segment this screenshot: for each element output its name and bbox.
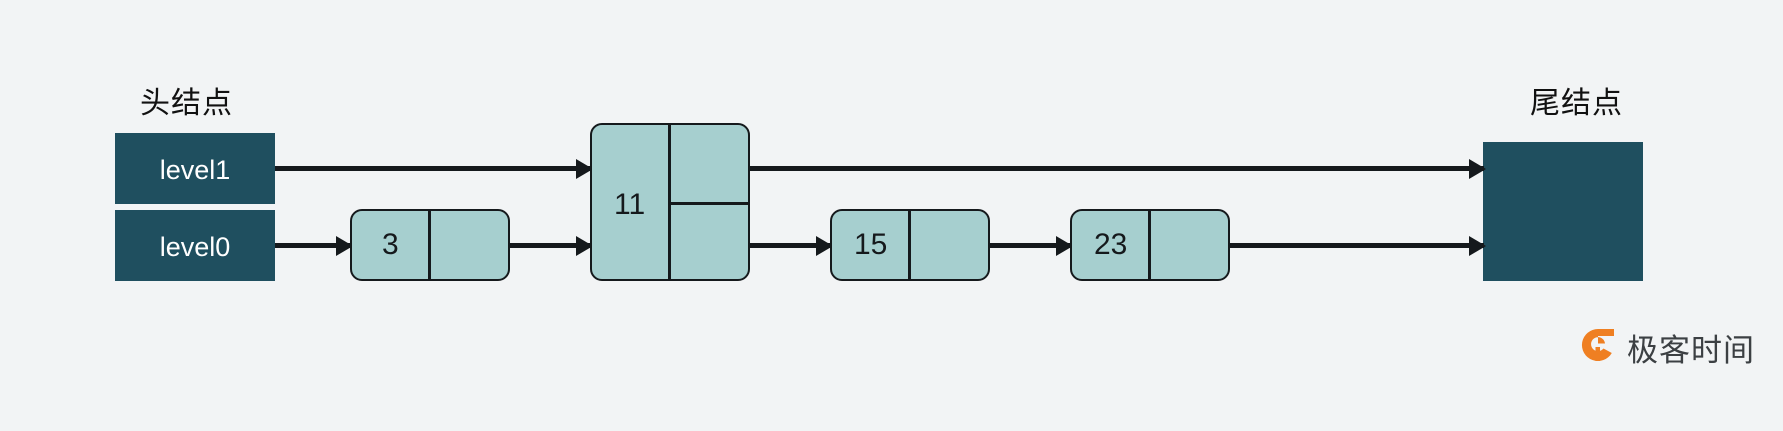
skiplist-node-15-key: 15 (854, 228, 888, 261)
watermark: 极客时间 (1578, 325, 1755, 370)
skiplist-node-11-key: 11 (614, 188, 646, 221)
skiplist-node-3-key: 3 (382, 228, 399, 261)
tail-node (1483, 142, 1643, 281)
skiplist-node-3: 3 (350, 209, 510, 281)
head-node: level1 level0 (115, 133, 275, 281)
geektime-logo-icon (1578, 325, 1618, 370)
node-11-level-divider (668, 202, 748, 205)
arrow-level1-11-to-tail (750, 166, 1484, 171)
arrow-level0-15-to-23 (990, 243, 1071, 248)
skiplist-node-23-key: 23 (1094, 228, 1128, 261)
node-3-divider (428, 211, 431, 279)
head-node-level0-label: level0 (159, 232, 231, 262)
skiplist-node-23: 23 (1070, 209, 1230, 281)
node-23-divider (1148, 211, 1151, 279)
arrow-level0-3-to-11 (510, 243, 591, 248)
node-15-divider (908, 211, 911, 279)
head-node-level0-cell: level0 (115, 210, 275, 281)
arrow-level0-11-to-15 (750, 243, 831, 248)
arrow-level1-head-to-11 (275, 166, 591, 171)
skiplist-node-15: 15 (830, 209, 990, 281)
head-node-caption: 头结点 (140, 87, 233, 120)
head-node-level1-cell: level1 (115, 133, 275, 204)
watermark-text: 极客时间 (1627, 333, 1755, 368)
head-node-level1-label: level1 (159, 155, 231, 185)
tail-node-caption: 尾结点 (1530, 87, 1623, 120)
arrow-level0-23-to-tail (1230, 243, 1484, 248)
arrow-level0-head-to-3 (275, 243, 351, 248)
skiplist-node-11: 11 (590, 123, 750, 281)
